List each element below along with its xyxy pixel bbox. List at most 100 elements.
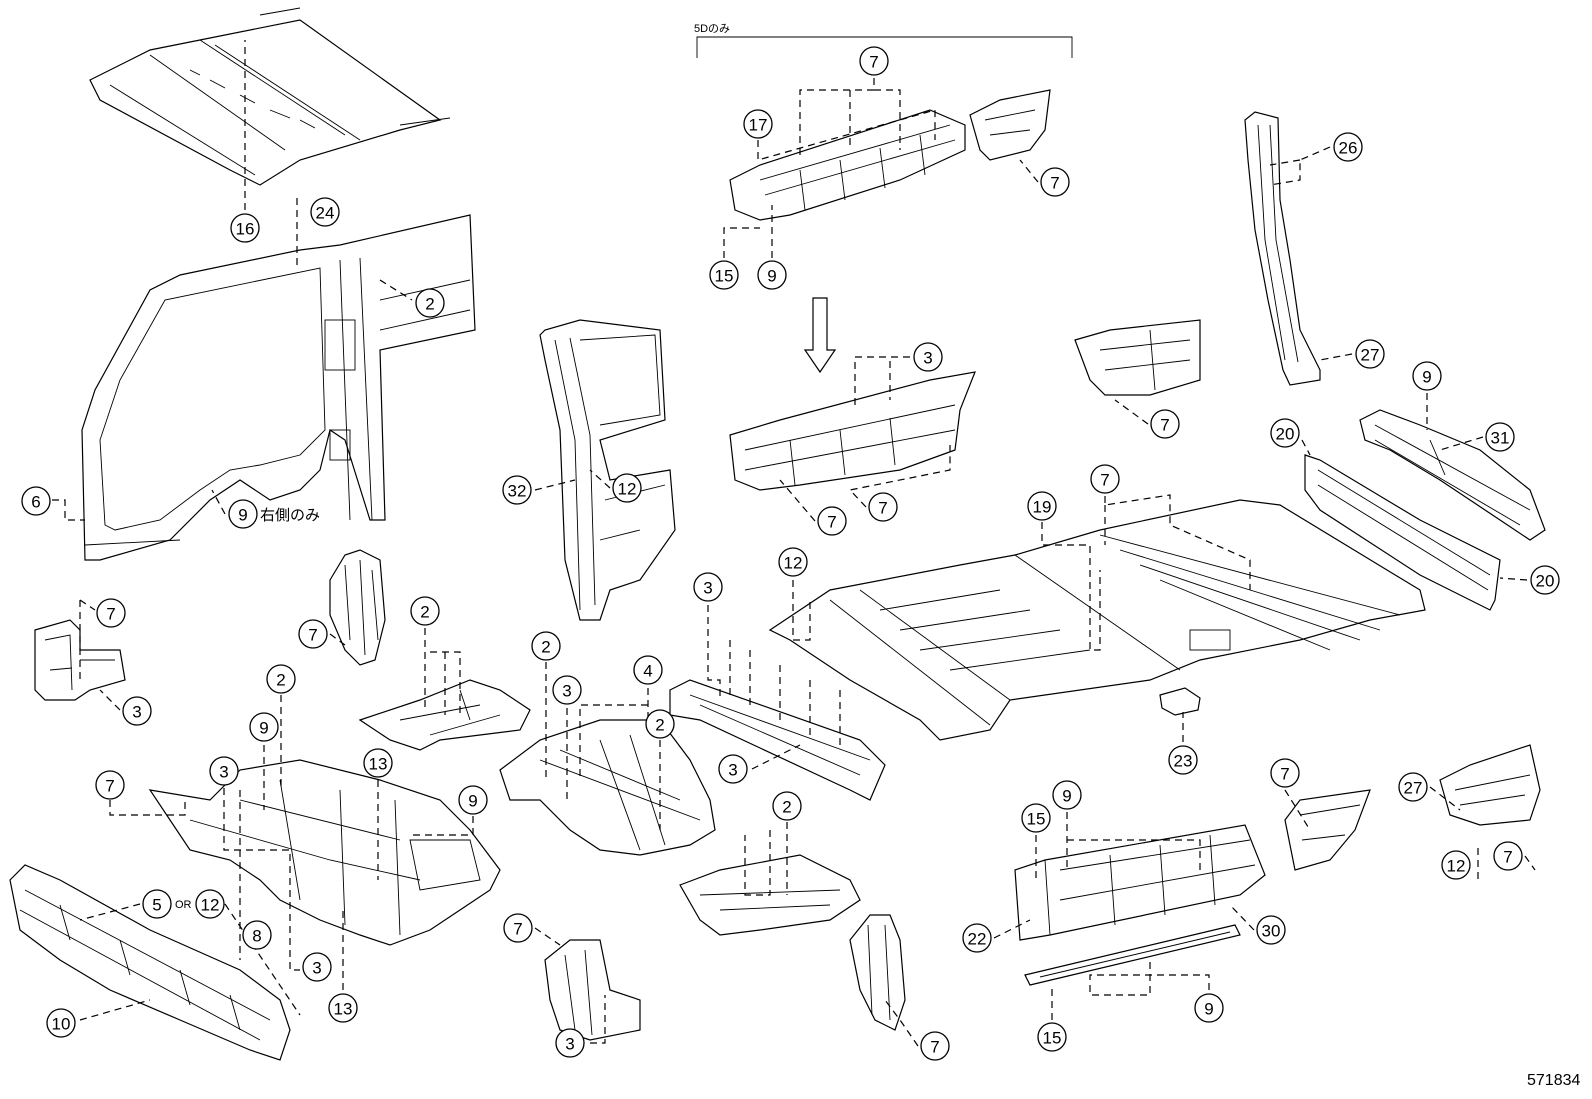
rear-floor-pan — [768, 499, 1426, 741]
callout-circle — [1398, 772, 1428, 802]
callout-circle — [410, 596, 440, 626]
bracket-label-5d-only: 5Dのみ — [694, 22, 730, 35]
callout-circle — [122, 696, 152, 726]
callout-number: 3 — [562, 682, 571, 701]
callout-number: 10 — [52, 1015, 71, 1034]
callout-number: 7 — [513, 920, 522, 939]
callout-circle — [503, 913, 533, 943]
callout-12: 12 — [1441, 850, 1471, 880]
callout-number: 5 — [152, 896, 161, 915]
callout-7: 7 — [298, 619, 328, 649]
callout-number: 7 — [1100, 471, 1109, 490]
callout-number: 2 — [276, 671, 285, 690]
bracket-5d-only — [696, 36, 1073, 58]
callout-number: 20 — [1276, 425, 1295, 444]
cowl-panel — [9, 864, 291, 1061]
callout-circle — [1040, 167, 1070, 197]
rear-quarter-inner — [1359, 409, 1546, 541]
callout-3: 3 — [122, 696, 152, 726]
callout-7: 7 — [1270, 758, 1300, 788]
callout-number: 3 — [132, 703, 141, 722]
crossmember-center — [669, 679, 886, 801]
callout-number: 12 — [201, 896, 220, 915]
callout-3: 3 — [555, 1028, 585, 1058]
callout-15: 15 — [1037, 1022, 1067, 1052]
callout-number: 27 — [1361, 346, 1380, 365]
callout-circle — [962, 923, 992, 953]
callout-31: 31 — [1485, 422, 1515, 452]
callout-circle — [1270, 418, 1300, 448]
callout-circle — [1021, 803, 1051, 833]
callout-20: 20 — [1270, 418, 1300, 448]
callout-15: 15 — [709, 260, 739, 290]
callout-2: 2 — [415, 288, 445, 318]
callout-circle — [458, 785, 488, 815]
callout-number: 3 — [923, 349, 932, 368]
callout-number: 12 — [1447, 857, 1466, 876]
callout-circle — [96, 598, 126, 628]
rear-panel — [1304, 454, 1501, 611]
callout-9: 9 — [228, 499, 258, 529]
callout-9: 9 — [1194, 993, 1224, 1023]
callout-19: 19 — [1027, 491, 1057, 521]
callout-7: 7 — [1040, 167, 1070, 197]
sill-strip — [1024, 924, 1241, 986]
callout-number: 2 — [541, 638, 550, 657]
callout-circle — [310, 197, 340, 227]
callout-number: 16 — [236, 220, 255, 239]
callout-circle — [645, 709, 675, 739]
callout-24: 24 — [310, 197, 340, 227]
callout-2: 2 — [410, 596, 440, 626]
callout-number: 7 — [106, 605, 115, 624]
callout-number: 9 — [259, 719, 268, 738]
callout-12: 12 — [195, 889, 225, 919]
callout-number: 6 — [31, 493, 40, 512]
callout-number: 7 — [878, 499, 887, 518]
callout-number: 7 — [105, 777, 114, 796]
callout-circle — [913, 342, 943, 372]
callout-7: 7 — [868, 492, 898, 522]
callout-circle — [612, 473, 642, 503]
rear-floor-crossmember — [1014, 824, 1266, 941]
callout-circle — [868, 492, 898, 522]
callout-circle — [266, 664, 296, 694]
pillar-lower-center — [849, 914, 906, 1031]
callout-number: 12 — [618, 480, 637, 499]
callout-3: 3 — [302, 952, 332, 982]
callout-7: 7 — [859, 46, 889, 76]
callout-12: 12 — [778, 547, 808, 577]
callout-10: 10 — [46, 1008, 76, 1038]
callout-number: 7 — [869, 53, 878, 72]
callout-number: 22 — [968, 930, 987, 949]
callout-circle — [552, 675, 582, 705]
callout-16: 16 — [230, 213, 260, 243]
callout-number: 9 — [468, 792, 477, 811]
callout-circle — [209, 756, 239, 786]
callout-circle — [1493, 841, 1523, 871]
callout-27: 27 — [1355, 339, 1385, 369]
callout-7: 7 — [817, 506, 847, 536]
callout-circle — [920, 1031, 950, 1061]
mid-bracket-upper — [329, 549, 386, 666]
callout-number: 12 — [784, 554, 803, 573]
callout-circle — [743, 109, 773, 139]
callout-number: 19 — [1033, 498, 1052, 517]
figure-id: 571834 — [1527, 1072, 1580, 1089]
callout-circle — [531, 631, 561, 661]
callout-circle — [1256, 915, 1286, 945]
callout-circle — [328, 993, 358, 1023]
callout-number: 2 — [425, 295, 434, 314]
rear-bracket-mid — [1074, 319, 1201, 396]
callout-circle — [228, 499, 258, 529]
callout-circle — [709, 260, 739, 290]
callout-circle — [415, 288, 445, 318]
callout-number: 2 — [655, 716, 664, 735]
callout-circle — [555, 1028, 585, 1058]
callout-number: 20 — [1536, 572, 1555, 591]
callout-circle — [230, 213, 260, 243]
callout-number: 9 — [238, 506, 247, 525]
or-text: OR — [175, 899, 192, 911]
callout-number: 30 — [1262, 922, 1281, 941]
callout-7: 7 — [503, 913, 533, 943]
rear-bracket-27 — [1439, 744, 1541, 826]
